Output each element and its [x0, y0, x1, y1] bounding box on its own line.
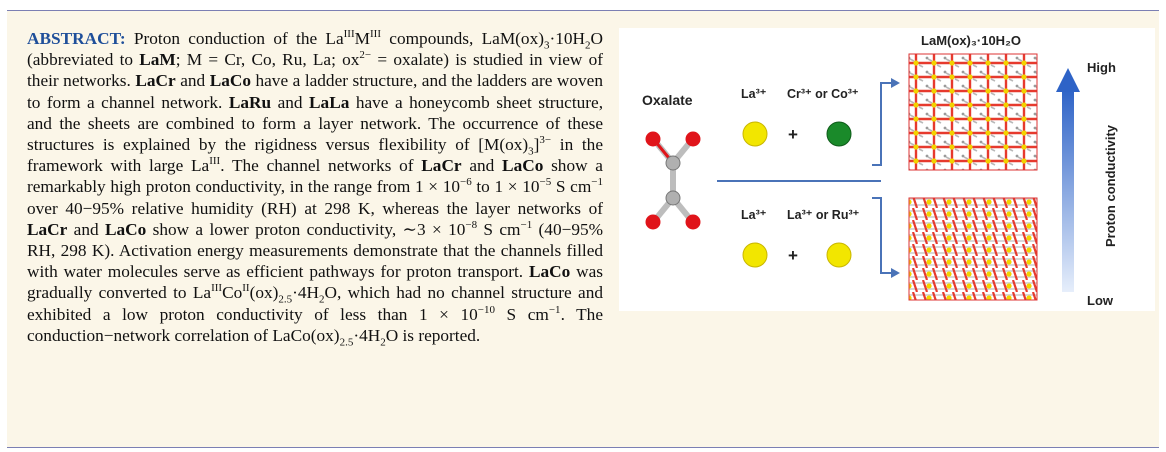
- layer-network-structure: [908, 197, 1038, 301]
- bottom-ion1-label: La³⁺: [741, 208, 767, 222]
- low-label: Low: [1087, 293, 1114, 308]
- high-label: High: [1087, 60, 1116, 75]
- cr-co-ion-icon: [826, 121, 852, 147]
- la-ion-icon: [742, 121, 768, 147]
- top-ion1-label: La³⁺: [741, 87, 767, 101]
- branch-arrows: [717, 78, 900, 278]
- oxalate-molecule-icon: [645, 131, 701, 230]
- abstract-body: Proton conduction of the LaIIIMIII compo…: [27, 28, 604, 349]
- toc-graphic: Oxalate La³⁺ Cr³⁺ or Co³: [619, 28, 1155, 311]
- la-ion-icon-bottom: [742, 242, 768, 268]
- oxalate-label: Oxalate: [642, 92, 693, 108]
- abstract-panel: Oxalate La³⁺ Cr³⁺ or Co³: [7, 10, 1159, 448]
- figure-title: LaM(ox)₃·10H₂O: [921, 33, 1021, 48]
- axis-label: Proton conductivity: [1103, 124, 1118, 247]
- abstract-text: Oxalate La³⁺ Cr³⁺ or Co³: [27, 28, 1155, 349]
- la-ru-ion-icon: [826, 242, 852, 268]
- channel-network-structure: [908, 53, 1038, 171]
- conductivity-arrow-icon: [1056, 68, 1080, 292]
- toc-graphic-svg: Oxalate La³⁺ Cr³⁺ or Co³: [642, 33, 1118, 308]
- bottom-plus: +: [788, 246, 798, 265]
- bottom-ion2-label: La³⁺ or Ru³⁺: [787, 208, 860, 222]
- top-ion2-label: Cr³⁺ or Co³⁺: [787, 87, 859, 101]
- abstract-label: ABSTRACT:: [27, 29, 126, 48]
- top-plus: +: [788, 125, 798, 144]
